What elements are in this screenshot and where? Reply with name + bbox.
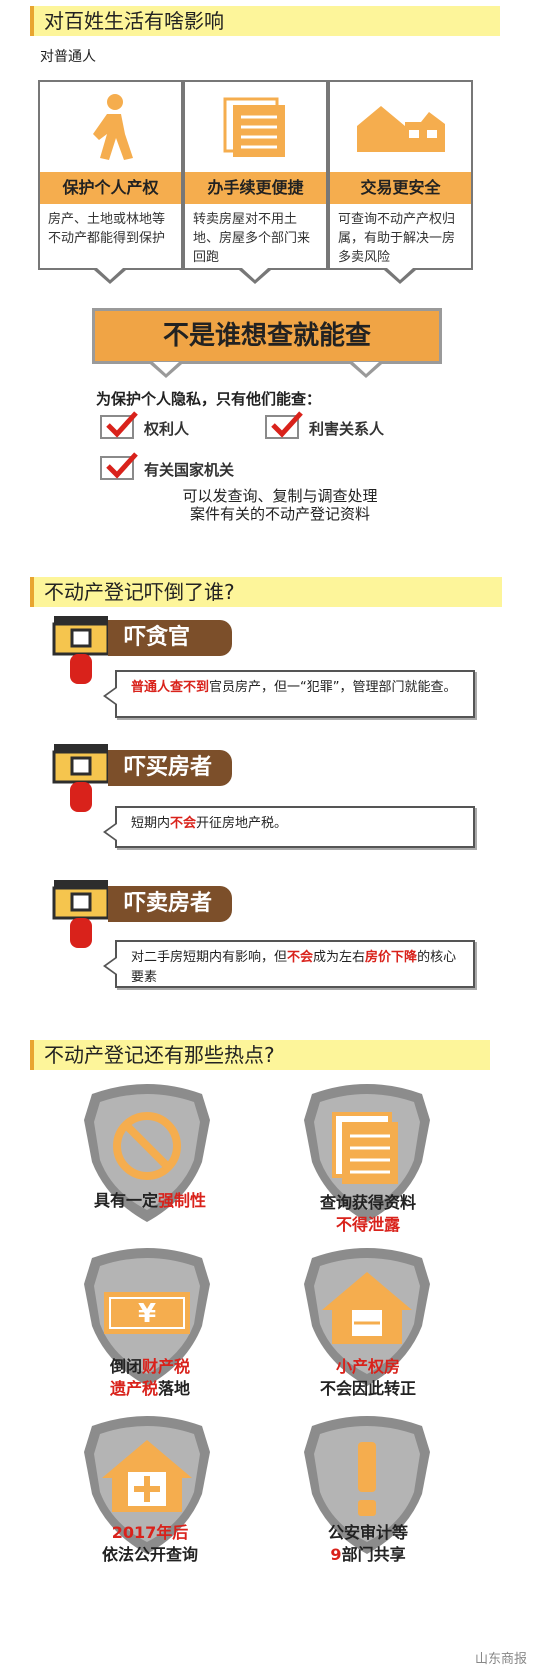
checkbox-checked	[100, 452, 138, 480]
house-icon	[304, 1248, 430, 1386]
check-label: 有关国家机关	[144, 461, 235, 479]
hotspot-caption: 小产权房不会因此转正	[258, 1356, 478, 1400]
card-convenient-procedure: 办手续更便捷 转卖房屋对不用土地、房屋多个部门来回跑	[183, 80, 328, 270]
hotspot-caption: 查询获得资料不得泄露	[258, 1192, 478, 1236]
watermark: 山东商报	[474, 1652, 527, 1667]
bubble-text: 普通人查不到官员房产，但一“犯罪”，管理部门就能查。	[131, 680, 457, 695]
highlight-text: 不会	[170, 816, 197, 831]
plain-text: 的核心要素	[131, 950, 457, 985]
plain-text: 官员房产，但一“犯罪”，管理部门就能查。	[209, 680, 457, 695]
plain-text: 倒闭	[109, 1357, 142, 1376]
plain-text: 公安审计等	[327, 1523, 408, 1542]
card-text: 可查询不动产产权归属，有助于解决一房多卖风险	[338, 212, 456, 265]
plain-text: 具有一定	[93, 1191, 158, 1210]
section-header-hotspots: 不动产登记还有那些热点?	[30, 1040, 490, 1070]
bubble-text: 短期内不会开征房地产税。	[131, 816, 287, 831]
highlight-text: 财产税	[142, 1357, 191, 1376]
section-header-impact: 对百姓生活有啥影响	[30, 6, 500, 36]
checkbox-checked	[265, 411, 303, 439]
plain-text: 不会因此转正	[319, 1379, 416, 1398]
document-icon	[304, 1084, 430, 1222]
house-icon	[330, 82, 471, 172]
checkbox-checked	[100, 411, 138, 439]
highlight-text: 强制性	[158, 1191, 207, 1210]
banner-pointer	[350, 362, 382, 378]
check-label: 权利人	[144, 420, 190, 438]
highlight-text: 小产权房	[335, 1357, 400, 1376]
speech-bubble: 对二手房短期内有影响，但不会成为左右房价下降的核心要素	[103, 940, 475, 988]
plain-text: 落地	[158, 1379, 191, 1398]
card-pointer	[239, 268, 271, 284]
highlight-text: 9	[330, 1545, 342, 1564]
svg-text:¥: ¥	[138, 1299, 156, 1329]
speech-bubble: 短期内不会开征房地产税。	[103, 806, 475, 848]
prohibited-icon	[84, 1084, 210, 1222]
section-subtitle: 对普通人	[40, 49, 96, 65]
card-pointer	[94, 268, 126, 284]
card-title: 保护个人产权	[40, 172, 181, 204]
tag-label: 吓卖房者	[108, 886, 232, 922]
plain-text: 部门共享	[341, 1545, 406, 1564]
official-stamp-icon	[52, 616, 110, 684]
speech-bubble: 普通人查不到官员房产，但一“犯罪”，管理部门就能查。	[103, 670, 475, 718]
bubble-text: 对二手房短期内有影响，但不会成为左右房价下降的核心要素	[131, 950, 456, 985]
checkmark-icon	[106, 452, 138, 479]
note-line: 可以发查询、复制与调查处理	[182, 487, 378, 505]
card-pointer	[384, 268, 416, 284]
official-stamp-icon	[52, 744, 110, 812]
note-line: 案件有关的不动产登记资料	[189, 505, 370, 523]
tag-label: 吓贪官	[108, 620, 232, 656]
official-stamp-icon	[52, 880, 110, 948]
hotspot-caption: 2017年后依法公开查询	[40, 1522, 260, 1566]
highlight-text: 普通人查不到	[131, 680, 210, 695]
document-stack-icon	[185, 82, 326, 172]
highlight-text: 不会	[287, 950, 314, 965]
plain-text: 查询获得资料	[319, 1193, 416, 1212]
walking-person-icon	[40, 82, 181, 172]
yuan-bill-icon: ¥	[84, 1248, 210, 1386]
banner-pointer	[150, 362, 182, 378]
plain-text: 成为左右	[313, 950, 366, 965]
banner-not-everyone-can-query: 不是谁想查就能查	[92, 308, 442, 364]
card-title: 办手续更便捷	[185, 172, 326, 204]
highlight-text: 不得泄露	[335, 1215, 400, 1234]
highlight-text: 遗产税	[109, 1379, 158, 1398]
section-header-scared: 不动产登记吓倒了谁?	[30, 577, 502, 607]
card-safer-trade: 交易更安全 可查询不动产产权归属，有助于解决一房多卖风险	[328, 80, 473, 270]
checkmark-icon	[106, 411, 138, 438]
exclamation-icon	[304, 1416, 430, 1554]
tag-label: 吓买房者	[108, 750, 232, 786]
plain-text: 对二手房短期内有影响，但	[131, 950, 288, 965]
hotspot-caption: 公安审计等 9部门共享	[258, 1522, 478, 1566]
plain-text: 短期内	[131, 816, 171, 831]
hotspot-caption: 具有一定强制性	[40, 1190, 260, 1212]
card-title: 交易更安全	[330, 172, 471, 204]
checkmark-icon	[271, 411, 303, 438]
house-plus-icon	[84, 1416, 210, 1554]
highlight-text: 房价下降	[365, 950, 418, 965]
card-text: 转卖房屋对不用土地、房屋多个部门来回跑	[193, 212, 311, 265]
check-label: 利害关系人	[309, 420, 385, 438]
card-property-protection: 保护个人产权 房产、土地或林地等不动产都能得到保护	[38, 80, 183, 270]
hotspot-caption: 倒闭财产税遗产税落地	[40, 1356, 260, 1400]
privacy-intro: 为保护个人隐私，只有他们能查：	[96, 390, 322, 408]
card-text: 房产、土地或林地等不动产都能得到保护	[48, 212, 166, 246]
plain-text: 依法公开查询	[101, 1545, 198, 1564]
plain-text: 开征房地产税。	[196, 816, 288, 831]
highlight-text: 2017年后	[111, 1523, 189, 1542]
